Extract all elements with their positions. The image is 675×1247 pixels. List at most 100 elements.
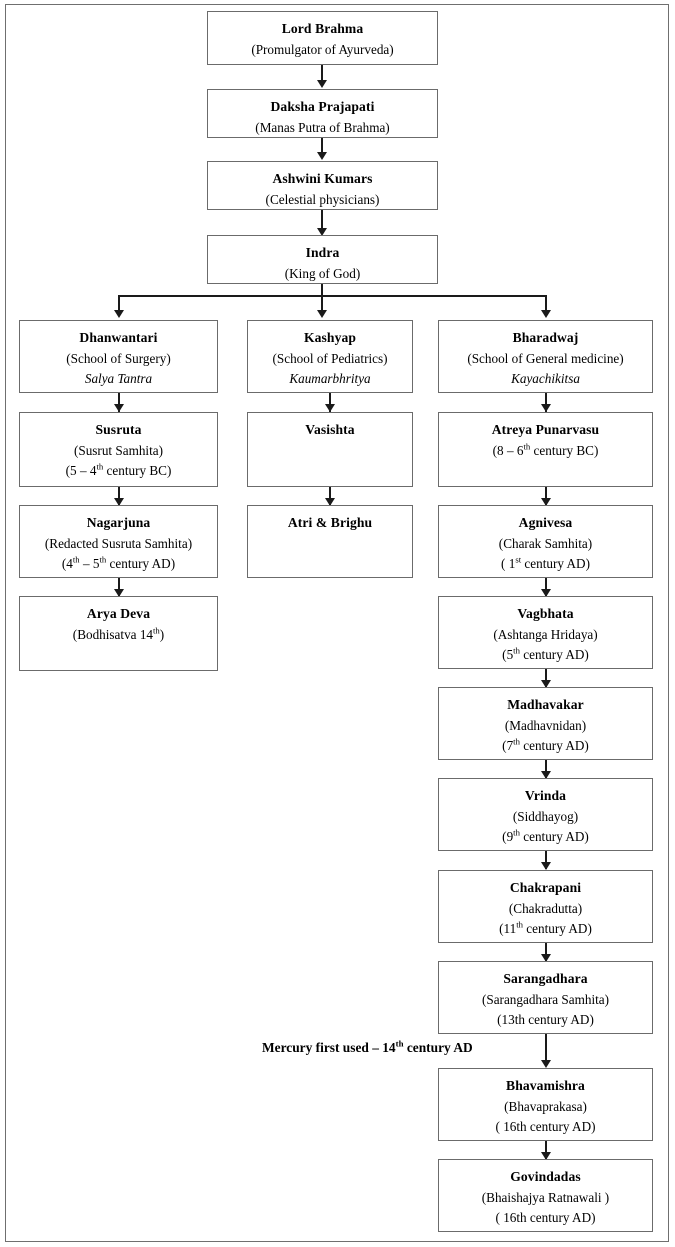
node-subtitle: (Redacted Susruta Samhita): [44, 535, 193, 551]
node-subtitle: (Siddhayog): [512, 808, 579, 824]
connector-line: [118, 487, 120, 506]
ordinal-suffix: th: [153, 625, 160, 636]
connector-arrow: [541, 771, 551, 779]
connector-arrow: [541, 310, 551, 318]
connector-arrow: [317, 310, 327, 318]
node-bharadwaj: Bharadwaj (School of General medicine) K…: [438, 320, 653, 393]
connector-line: [545, 669, 547, 687]
connector-line: [321, 138, 323, 155]
node-title: Govindadas: [510, 1169, 581, 1184]
node-chakrapani: Chakrapani (Chakradutta) (11th century A…: [438, 870, 653, 943]
ordinal-suffix: th: [72, 554, 80, 565]
connector-arrow: [114, 310, 124, 318]
mercury-annotation: Mercury first used – 14th century AD: [262, 1038, 473, 1055]
node-title: Chakrapani: [509, 880, 582, 895]
node-sarangadhara: Sarangadhara (Sarangadhara Samhita) (13t…: [438, 961, 653, 1034]
node-title: Sarangadhara: [503, 971, 588, 986]
connector-arrow: [114, 498, 124, 506]
node-atreya-punarvasu: Atreya Punarvasu (8 – 6th century BC): [438, 412, 653, 487]
connector-line: [321, 210, 323, 231]
node-subtitle: (Bhaishajya Ratnawali ): [481, 1189, 610, 1205]
node-subtitle: (Promulgator of Ayurveda): [251, 41, 394, 57]
node-atri-brighu: Atri & Brighu: [247, 505, 413, 578]
node-date: ( 16th century AD): [495, 1209, 596, 1225]
node-title: Vasishta: [305, 422, 355, 437]
node-date: (5 – 4th century BC): [65, 461, 172, 478]
ordinal-suffix: th: [513, 645, 520, 656]
node-date: (5th century AD): [502, 645, 589, 662]
node-title: Atri & Brighu: [287, 515, 373, 530]
node-title: Nagarjuna: [86, 515, 151, 530]
node-vagbhata: Vagbhata (Ashtanga Hridaya) (5th century…: [438, 596, 653, 669]
node-dhanwantari: Dhanwantari (School of Surgery) Salya Ta…: [19, 320, 218, 393]
node-title: Madhavakar: [507, 697, 584, 712]
node-title: Indra: [305, 245, 340, 260]
node-date: (13th century AD): [497, 1011, 594, 1027]
branch-stem: [321, 284, 323, 296]
node-title: Daksha Prajapati: [270, 99, 375, 114]
node-subtitle: (Susrut Samhita): [73, 442, 163, 458]
node-date: (11th century AD): [499, 919, 592, 936]
node-subtitle: (Ashtanga Hridaya): [493, 626, 598, 642]
node-subtitle: (School of Surgery): [66, 350, 171, 366]
connector-arrow: [541, 1060, 551, 1068]
node-indra: Indra (King of God): [207, 235, 438, 284]
branch-drop-center: [321, 295, 323, 313]
node-subtitle: (Madhavnidan): [504, 717, 587, 733]
node-title: Vrinda: [524, 788, 567, 803]
branch-drop-left: [118, 295, 120, 313]
node-date: (4th – 5th century AD): [61, 554, 176, 571]
node-lord-brahma: Lord Brahma (Promulgator of Ayurveda): [207, 11, 438, 65]
node-subtitle: (School of General medicine): [467, 350, 624, 366]
branch-bus: [118, 295, 546, 297]
node-nagarjuna: Nagarjuna (Redacted Susruta Samhita) (4t…: [19, 505, 218, 578]
node-title: Agnivesa: [518, 515, 573, 530]
connector-line: [545, 851, 547, 869]
node-subtitle: (Celestial physicians): [265, 191, 380, 207]
connector-line: [329, 393, 331, 412]
node-title: Kashyap: [303, 330, 357, 345]
node-title: Vagbhata: [517, 606, 574, 621]
node-sanskrit-term: Kayachikitsa: [511, 370, 580, 386]
node-subtitle: (Charak Samhita): [498, 535, 593, 551]
node-subtitle: (King of God): [284, 265, 361, 281]
node-title: Dhanwantari: [79, 330, 158, 345]
connector-arrow: [541, 954, 551, 962]
connector-line: [321, 65, 323, 83]
ordinal-suffix: th: [513, 736, 520, 747]
node-date: ( 16th century AD): [495, 1118, 596, 1134]
connector-line: [545, 760, 547, 778]
node-kashyap: Kashyap (School of Pediatrics) Kaumarbhr…: [247, 320, 413, 393]
node-subtitle: (Manas Putra of Brahma): [255, 119, 390, 135]
connector-line: [329, 487, 331, 506]
connector-line: [118, 393, 120, 412]
ordinal-suffix: th: [513, 827, 520, 838]
node-title: Lord Brahma: [281, 21, 364, 36]
node-title: Arya Deva: [86, 606, 151, 621]
connector-arrow: [317, 228, 327, 236]
node-title: Ashwini Kumars: [272, 171, 373, 186]
node-date: (9th century AD): [502, 827, 589, 844]
connector-arrow: [541, 680, 551, 688]
node-vasishta: Vasishta: [247, 412, 413, 487]
connector-arrow: [317, 80, 327, 88]
connector-arrow: [541, 1152, 551, 1160]
page-border: [5, 4, 669, 1242]
connector-arrow: [114, 589, 124, 597]
node-date: (7th century AD): [502, 736, 589, 753]
ordinal-suffix: th: [523, 441, 531, 452]
connector-arrow: [541, 589, 551, 597]
node-title: Bhavamishra: [506, 1078, 585, 1093]
ordinal-suffix: th: [99, 554, 107, 565]
node-title: Atreya Punarvasu: [491, 422, 600, 437]
node-madhavakar: Madhavakar (Madhavnidan) (7th century AD…: [438, 687, 653, 760]
connector-arrow: [114, 404, 124, 412]
node-subtitle: (Chakradutta): [508, 900, 583, 916]
connector-line: [545, 1141, 547, 1159]
ordinal-suffix: st: [515, 554, 522, 565]
node-subtitle: (Sarangadhara Samhita): [481, 991, 610, 1007]
ordinal-suffix: th: [395, 1038, 404, 1049]
node-daksha-prajapati: Daksha Prajapati (Manas Putra of Brahma): [207, 89, 438, 138]
node-vrinda: Vrinda (Siddhayog) (9th century AD): [438, 778, 653, 851]
connector-arrow: [317, 152, 327, 160]
